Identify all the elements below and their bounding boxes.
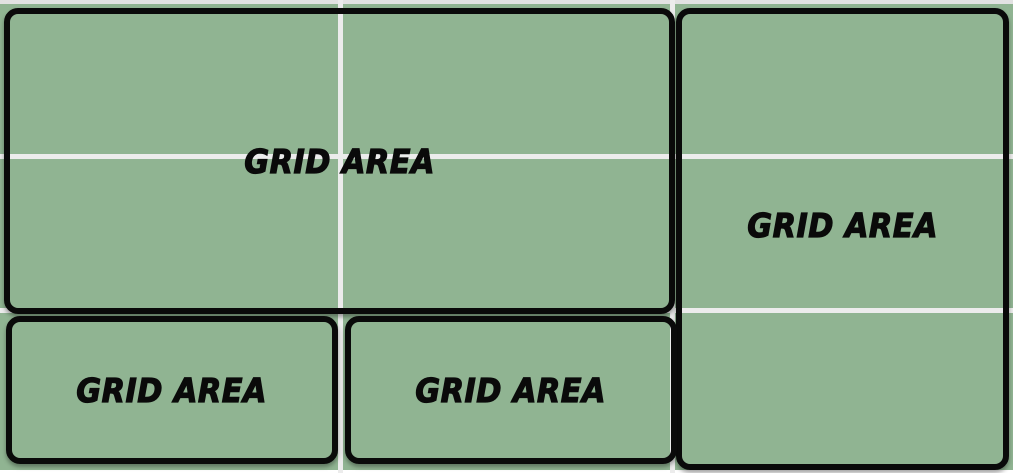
- grid-area-label: GRID AREA: [415, 370, 607, 410]
- grid-area-main[interactable]: GRID AREA: [4, 8, 675, 314]
- gridline-row-gutter-1: [0, 154, 1013, 159]
- grid-area-label: GRID AREA: [76, 370, 268, 410]
- grid-area-bottom-left[interactable]: GRID AREA: [6, 316, 338, 464]
- grid-area-right[interactable]: GRID AREA: [676, 8, 1009, 470]
- gridline-row-gutter-top: [0, 0, 1013, 4]
- grid-canvas: [0, 4, 1013, 470]
- grid-area-bottom-middle[interactable]: GRID AREA: [345, 316, 677, 464]
- grid-area-label: GRID AREA: [747, 205, 938, 245]
- grid-area-label: GRID AREA: [244, 141, 435, 181]
- gridline-column-gutter-1: [338, 0, 343, 473]
